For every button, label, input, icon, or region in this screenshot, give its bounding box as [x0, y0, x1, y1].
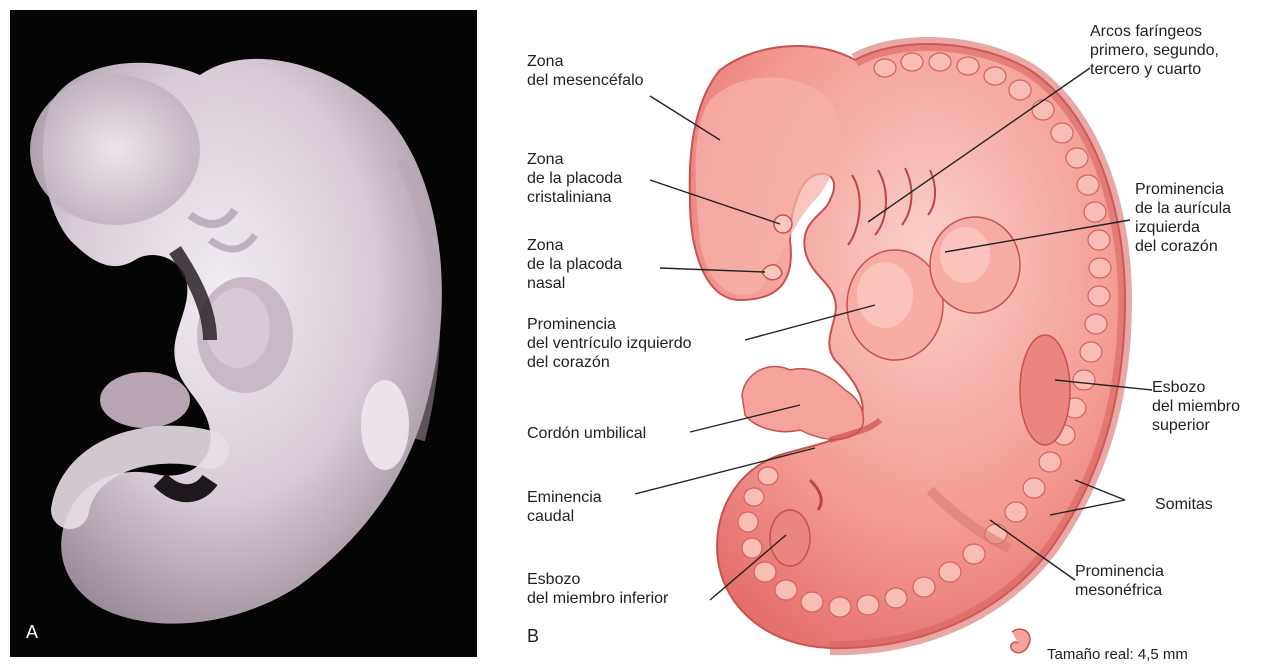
- label-umbilical-cord: Cordón umbilical: [527, 424, 646, 443]
- embryo-scale-icon: [1011, 629, 1030, 653]
- upper-limb-bud: [1020, 335, 1070, 445]
- lens-placode: [774, 215, 792, 233]
- label-left-atrium: Prominencia de la aurícula izquierda del…: [1135, 180, 1231, 256]
- label-left-ventricle: Prominencia del ventrículo izquierdo del…: [527, 315, 692, 372]
- label-lens-placode: Zona de la placoda cristaliniana: [527, 150, 622, 207]
- scale-caption: Tamaño real: 4,5 mm: [1047, 646, 1188, 663]
- panel-b-letter: B: [527, 626, 539, 647]
- label-mesonephric: Prominencia mesonéfrica: [1075, 562, 1164, 600]
- umbilical-cord: [742, 366, 864, 439]
- label-lower-limb-bud: Esbozo del miembro inferior: [527, 570, 668, 608]
- label-nasal-placode: Zona de la placoda nasal: [527, 236, 622, 293]
- label-caudal-eminence: Eminencia caudal: [527, 488, 602, 526]
- label-somites: Somitas: [1155, 495, 1213, 514]
- label-mesencephalon: Zona del mesencéfalo: [527, 52, 644, 90]
- label-pharyngeal-arches: Arcos faríngeos primero, segundo, tercer…: [1090, 22, 1219, 79]
- label-upper-limb-bud: Esbozo del miembro superior: [1152, 378, 1240, 435]
- lower-limb-bud: [770, 510, 810, 566]
